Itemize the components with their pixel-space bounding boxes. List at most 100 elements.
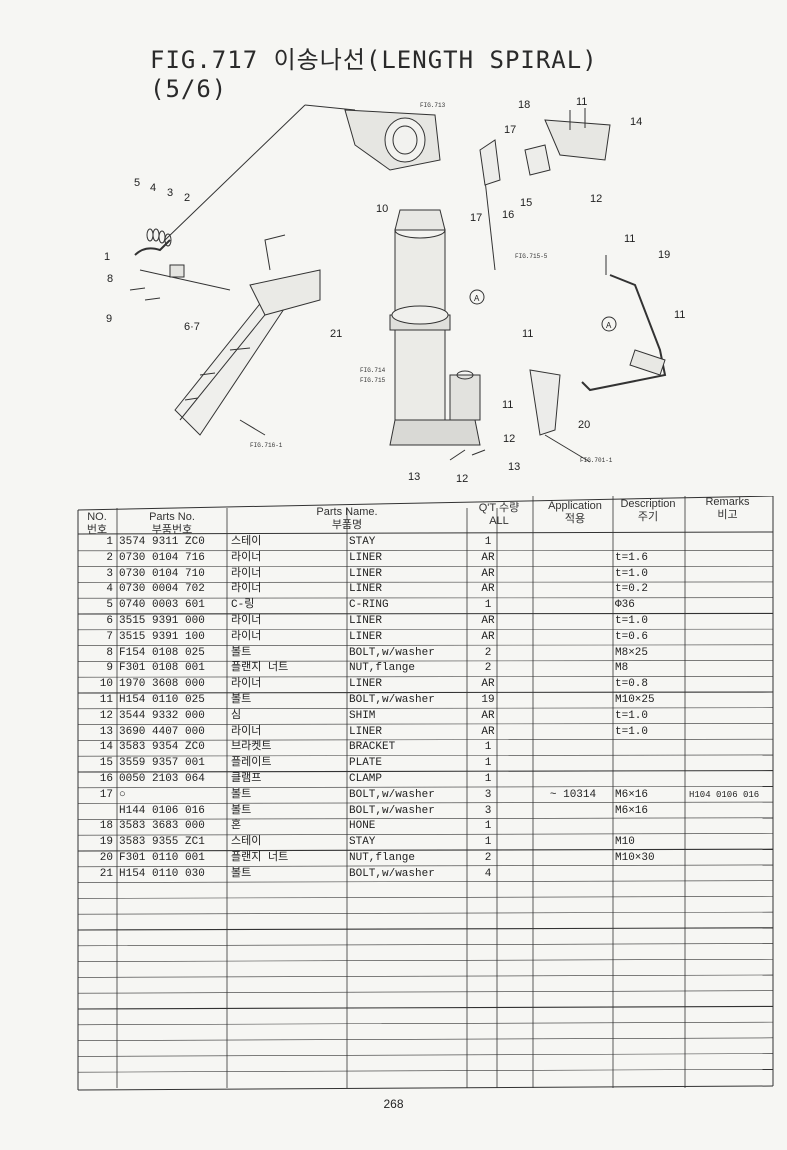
figure-title: FIG.717 이송나선(LENGTH SPIRAL) (5/6) — [150, 46, 598, 103]
cell-name-kr: 볼트 — [231, 694, 252, 706]
cell-no: 9 — [106, 662, 113, 675]
cell-name-kr: 심 — [231, 709, 242, 722]
cell-name-en: LINER — [349, 630, 383, 643]
cell-name-en: LINER — [349, 615, 383, 627]
grid-line — [77, 691, 774, 694]
svg-text:14: 14 — [630, 116, 642, 128]
cell-qty: AR — [481, 583, 495, 596]
cell-name-en: NUT,flange — [349, 852, 416, 864]
svg-text:A: A — [474, 294, 480, 303]
cell-description: t=1.0 — [615, 567, 649, 580]
parts-list-table: NO. 번호 Parts No. 부품번호 Parts Name. 부품명 Q'… — [77, 496, 774, 1091]
cell-part-number: 3583 9355 ZC1 — [119, 836, 205, 849]
cell-no: 6 — [106, 615, 113, 627]
cell-qty: 1 — [484, 599, 492, 612]
cell-qty: 4 — [484, 867, 492, 880]
grid-line — [77, 1005, 774, 1010]
cell-name-en: BOLT,w/washer — [349, 867, 435, 880]
cell-part-number: 0740 0003 601 — [119, 599, 205, 612]
cell-no: 8 — [106, 646, 113, 659]
cell-name-kr: 스테이 — [231, 536, 262, 548]
svg-text:FIG.714: FIG.714 — [360, 367, 386, 374]
cell-name-kr: 혼 — [231, 820, 242, 833]
header-remarks-label: Remarks — [705, 496, 750, 508]
svg-text:8: 8 — [107, 273, 113, 285]
cell-name-kr: 라이너 — [231, 583, 262, 596]
cell-description: t=0.8 — [615, 678, 649, 691]
header-desc-kr-label: 주기 — [637, 511, 659, 523]
header-desc-label: Description — [620, 498, 676, 510]
grid-line — [77, 958, 774, 962]
cell-qty: 1 — [484, 836, 492, 849]
grid-line — [77, 1021, 774, 1026]
cell-qty: 1 — [484, 757, 492, 770]
cell-name-kr: 플랜지 너트 — [231, 662, 289, 675]
cell-name-en: BOLT,w/washer — [349, 788, 435, 801]
cell-qty: 19 — [481, 694, 495, 706]
cell-name-en: LINER — [349, 678, 383, 691]
col-header-qty: Q'T 수량 ALL — [465, 502, 533, 528]
cell-qty: AR — [481, 567, 495, 580]
svg-text:11: 11 — [522, 328, 533, 340]
cell-name-kr: 볼트 — [231, 646, 252, 659]
cell-no: 15 — [99, 757, 113, 770]
cell-name-en: LINER — [349, 725, 383, 738]
cell-name-en: NUT,flange — [349, 662, 416, 675]
grid-line — [77, 707, 774, 710]
svg-text:17: 17 — [470, 212, 482, 224]
cell-part-number: ○ — [119, 788, 126, 801]
cell-name-kr: 라이너 — [231, 725, 262, 738]
grid-line — [77, 911, 774, 915]
cell-name-kr: 플랜지 너트 — [231, 852, 289, 864]
cell-name-kr: 라이너 — [231, 567, 262, 580]
grid-line — [77, 833, 774, 836]
svg-text:FIG.713: FIG.713 — [420, 102, 446, 109]
header-remarks-kr-label: 비고 — [717, 509, 738, 521]
svg-text:FIG.715: FIG.715 — [360, 377, 386, 384]
cell-no: 20 — [99, 852, 113, 864]
grid-line — [77, 628, 774, 631]
cell-qty: 2 — [484, 852, 492, 864]
cell-qty: 1 — [484, 741, 492, 754]
cell-part-number: 0730 0004 702 — [119, 583, 205, 596]
cell-description: Φ36 — [615, 599, 635, 612]
cell-name-kr: 클램프 — [231, 773, 262, 785]
cell-description: M8×25 — [615, 646, 649, 659]
cell-name-kr: 라이너 — [231, 615, 262, 627]
cell-qty: AR — [481, 709, 495, 722]
col-header-parts-no: Parts No. 부품번호 — [117, 511, 227, 537]
col-header-no: NO. 번호 — [79, 511, 115, 537]
cell-description: M6×16 — [615, 788, 649, 801]
svg-text:17: 17 — [504, 124, 516, 136]
cell-part-number: 0050 2103 064 — [119, 773, 205, 785]
svg-text:3: 3 — [167, 187, 173, 199]
cell-part-number: F154 0108 025 — [119, 646, 205, 659]
cell-application: ~ 10314 — [549, 788, 597, 801]
grid-line — [77, 660, 774, 662]
col-header-parts-name: Parts Name. 부품명 — [227, 506, 467, 532]
cell-name-kr: 브라켓트 — [231, 741, 272, 754]
header-name-label: Parts Name. — [316, 506, 378, 518]
cell-name-en: BOLT,w/washer — [349, 804, 435, 817]
cell-description: M10 — [615, 836, 635, 849]
cell-name-kr: 볼트 — [231, 788, 252, 801]
cell-no: 1 — [106, 536, 113, 548]
svg-text:A: A — [606, 321, 612, 330]
grid-line — [77, 786, 774, 789]
cell-name-kr: 플레이트 — [231, 757, 272, 770]
cell-remarks: H104 0106 016 — [689, 789, 760, 800]
cell-no: 11 — [99, 694, 113, 706]
cell-name-en: BOLT,w/washer — [349, 646, 435, 659]
header-qty-sub-label: ALL — [489, 515, 509, 527]
cell-description: M6×16 — [615, 804, 649, 817]
cell-name-kr: 볼트 — [231, 804, 252, 817]
cell-qty: AR — [481, 725, 495, 738]
svg-text:21: 21 — [330, 328, 342, 340]
cell-no: 13 — [99, 725, 113, 738]
grid-line — [77, 1053, 774, 1057]
grid-line — [77, 817, 774, 820]
svg-text:18: 18 — [518, 99, 530, 111]
cell-no: 18 — [99, 820, 113, 833]
header-no-kr-label: 번호 — [86, 524, 108, 536]
